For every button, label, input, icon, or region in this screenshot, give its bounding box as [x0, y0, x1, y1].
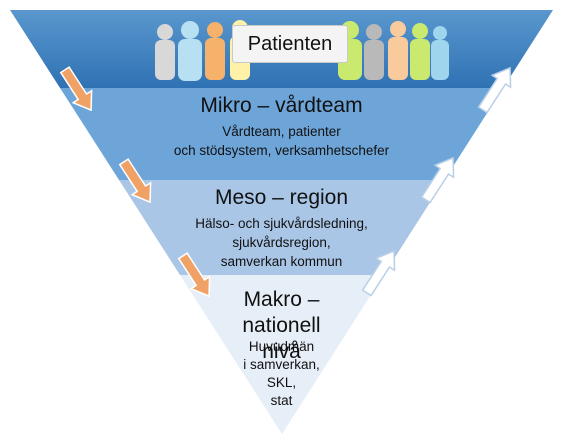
down-arrow [177, 252, 211, 298]
desc-line: Hälso- och sjukvårdsledning, [195, 216, 368, 231]
desc-line: Vårdteam, patienter [222, 124, 341, 139]
desc-line: och stödsystem, verksamhetschefer [173, 143, 390, 158]
level-title-mikro: Mikro – vårdteam [200, 94, 363, 117]
patient-label: Patienten [232, 25, 348, 63]
desc-line: SKL, [266, 375, 297, 390]
desc-line: samverkan kommun [220, 254, 343, 269]
title-line: nationell nivå [242, 314, 321, 363]
down-arrow [59, 66, 93, 112]
level-desc-makro: Huvudmän i samverkan, SKL, stat [222, 338, 341, 410]
level-title-meso: Meso – region [214, 186, 349, 209]
desc-line: stat [270, 393, 293, 408]
desc-line: Huvudmän [248, 339, 315, 354]
down-arrow [118, 158, 152, 204]
desc-line: i samverkan, [243, 357, 320, 372]
up-arrow [477, 66, 512, 114]
level-desc-mikro: Vårdteam, patienter och stödsystem, verk… [140, 122, 423, 160]
level-title-makro: Makro – nationell nivå [222, 287, 341, 365]
up-arrow [361, 249, 396, 297]
title-line: Makro – [243, 288, 320, 311]
desc-line: sjukvårdsregion, [232, 235, 331, 250]
up-arrow [420, 156, 455, 204]
level-desc-meso: Hälso- och sjukvårdsledning, sjukvårdsre… [160, 214, 403, 271]
